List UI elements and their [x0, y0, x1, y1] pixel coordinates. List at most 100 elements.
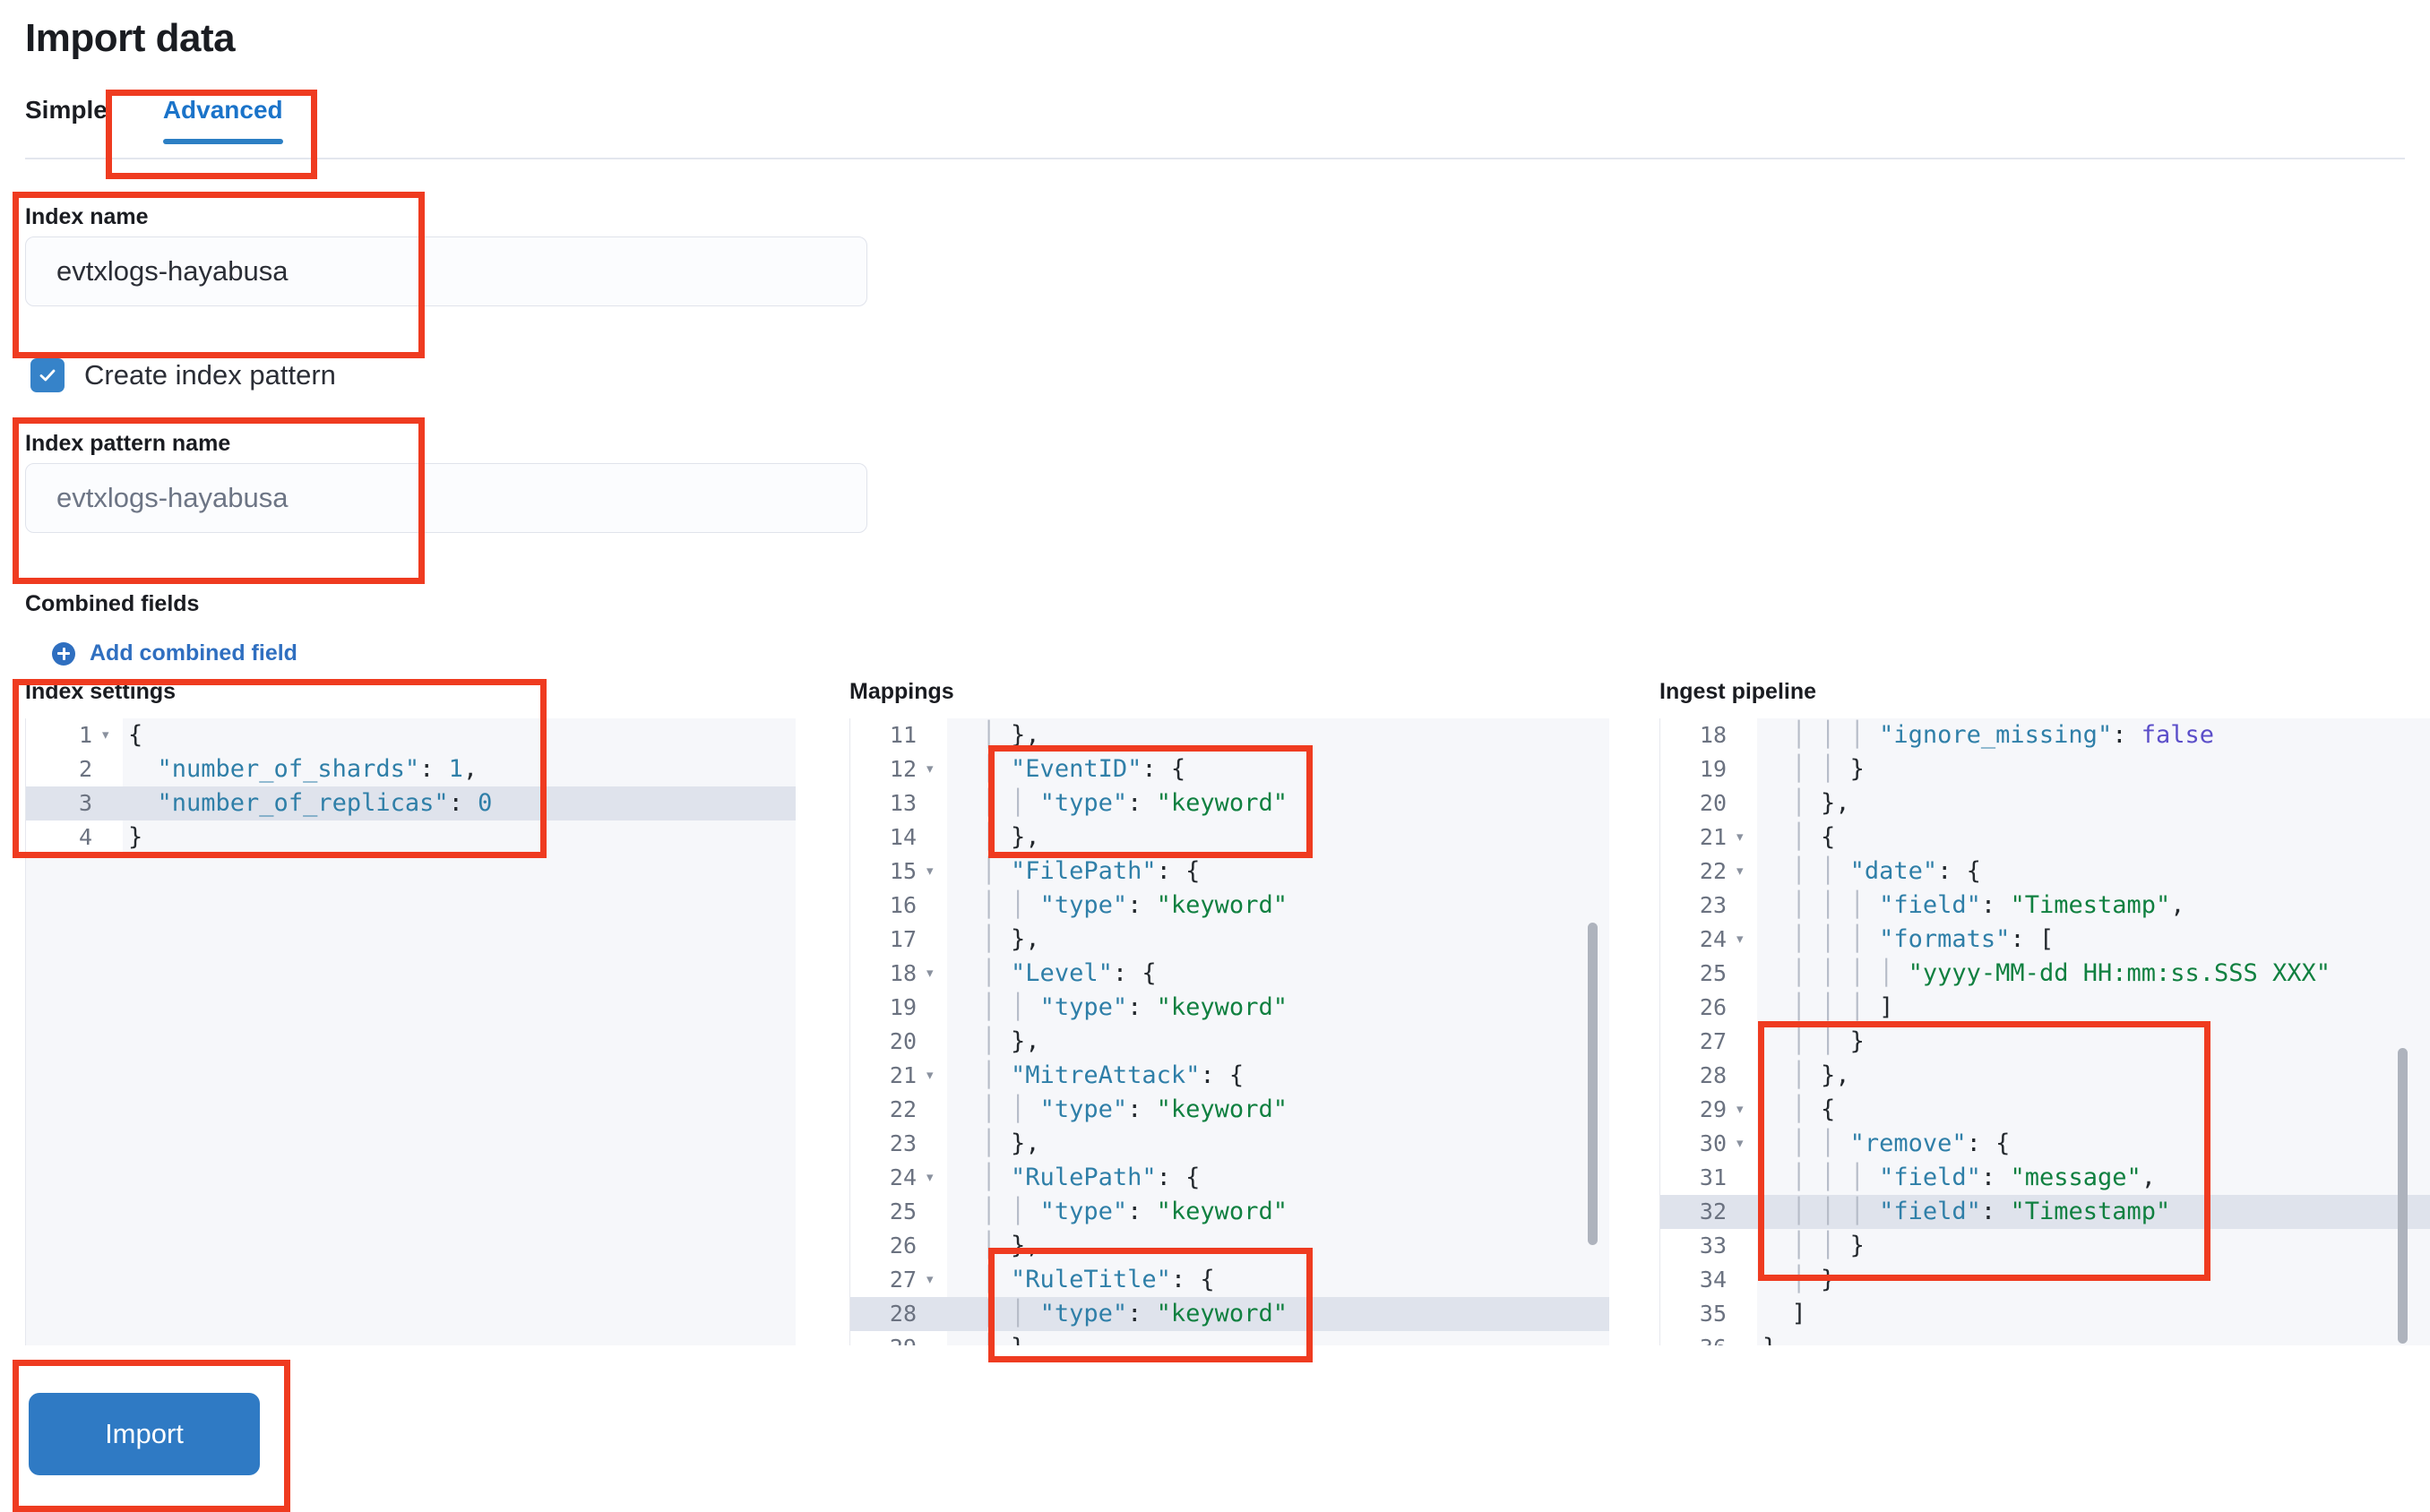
code-line[interactable]: 19 │ │ "type": "keyword" [850, 991, 1609, 1025]
code-line[interactable]: 23 │ │ │ "field": "Timestamp", [1660, 889, 2430, 923]
fold-toggle-icon[interactable]: ▾ [99, 718, 123, 752]
fold-toggle-icon[interactable]: ▾ [924, 855, 947, 889]
code-line[interactable]: 26 │ }, [850, 1229, 1609, 1263]
fold-toggle-icon[interactable] [924, 1229, 947, 1263]
fold-toggle-icon[interactable] [1734, 889, 1757, 923]
fold-toggle-icon[interactable]: ▾ [924, 1263, 947, 1297]
code-line[interactable]: 11 │ }, [850, 718, 1609, 752]
code-line[interactable]: 14 │ }, [850, 820, 1609, 855]
fold-toggle-icon[interactable] [924, 1025, 947, 1059]
mappings-editor[interactable]: 11 │ },12▾ │ "EventID": {13 │ │ "type": … [849, 718, 1609, 1345]
code-line[interactable]: 22▾ │ │ "date": { [1660, 855, 2430, 889]
code-line[interactable]: 16 │ │ "type": "keyword" [850, 889, 1609, 923]
code-line[interactable]: 27 │ │ } [1660, 1025, 2430, 1059]
code-line[interactable]: 19 │ │ } [1660, 752, 2430, 786]
code-line[interactable]: 24▾ │ "RulePath": { [850, 1161, 1609, 1195]
fold-toggle-icon[interactable]: ▾ [924, 957, 947, 991]
create-index-pattern-checkbox[interactable] [30, 358, 65, 392]
code-line[interactable]: 21▾ │ { [1660, 820, 2430, 855]
fold-toggle-icon[interactable] [924, 786, 947, 820]
create-index-pattern-row[interactable]: Create index pattern [30, 358, 336, 392]
code-line[interactable]: 26 │ │ │ ] [1660, 991, 2430, 1025]
code-line[interactable]: 22 │ │ "type": "keyword" [850, 1093, 1609, 1127]
fold-toggle-icon[interactable]: ▾ [1734, 855, 1757, 889]
line-number: 26 [1660, 991, 1734, 1025]
code-line[interactable]: 4} [26, 820, 796, 855]
code-line[interactable]: 28 │ }, [1660, 1059, 2430, 1093]
code-line[interactable]: 23 │ }, [850, 1127, 1609, 1161]
code-line[interactable]: 25 │ │ │ │ "yyyy-MM-dd HH:mm:ss.SSS XXX" [1660, 957, 2430, 991]
code-line[interactable]: 35 ] [1660, 1297, 2430, 1331]
code-line[interactable]: 12▾ │ "EventID": { [850, 752, 1609, 786]
code-line[interactable]: 3 "number_of_replicas": 0 [26, 786, 796, 820]
index-pattern-name-input[interactable]: evtxlogs-hayabusa [25, 463, 867, 533]
code-line[interactable]: 15▾ │ "FilePath": { [850, 855, 1609, 889]
code-line[interactable]: 30▾ │ │ "remove": { [1660, 1127, 2430, 1161]
tab-advanced[interactable]: Advanced [131, 96, 314, 144]
code-line[interactable]: 18 │ │ │ "ignore_missing": false [1660, 718, 2430, 752]
code-line[interactable]: 17 │ }, [850, 923, 1609, 957]
fold-toggle-icon[interactable]: ▾ [1734, 1093, 1757, 1127]
fold-toggle-icon[interactable] [924, 820, 947, 855]
fold-toggle-icon[interactable]: ▾ [924, 1059, 947, 1093]
code-line[interactable]: 24▾ │ │ │ "formats": [ [1660, 923, 2430, 957]
code-line[interactable]: 21▾ │ "MitreAttack": { [850, 1059, 1609, 1093]
fold-toggle-icon[interactable] [924, 991, 947, 1025]
fold-toggle-icon[interactable] [1734, 1263, 1757, 1297]
mappings-scrollbar[interactable] [1588, 923, 1598, 1245]
fold-toggle-icon[interactable] [1734, 1059, 1757, 1093]
fold-toggle-icon[interactable]: ▾ [924, 1161, 947, 1195]
code-line[interactable]: 1▾{ [26, 718, 796, 752]
fold-toggle-icon[interactable] [1734, 1331, 1757, 1345]
fold-toggle-icon[interactable] [1734, 1195, 1757, 1229]
import-button[interactable]: Import [29, 1393, 260, 1475]
fold-toggle-icon[interactable] [1734, 1229, 1757, 1263]
fold-toggle-icon[interactable] [924, 889, 947, 923]
fold-toggle-icon[interactable] [1734, 752, 1757, 786]
fold-toggle-icon[interactable] [924, 1127, 947, 1161]
code-line[interactable]: 33 │ │ } [1660, 1229, 2430, 1263]
fold-toggle-icon[interactable] [1734, 991, 1757, 1025]
fold-toggle-icon[interactable] [99, 820, 123, 855]
code-line[interactable]: 28 │ │ "type": "keyword" [850, 1297, 1609, 1331]
fold-toggle-icon[interactable]: ▾ [1734, 820, 1757, 855]
fold-toggle-icon[interactable] [99, 752, 123, 786]
line-number: 23 [1660, 889, 1734, 923]
fold-toggle-icon[interactable]: ▾ [1734, 1127, 1757, 1161]
fold-toggle-icon[interactable] [924, 1297, 947, 1331]
code-line[interactable]: 20 │ }, [850, 1025, 1609, 1059]
code-line[interactable]: 31 │ │ │ "field": "message", [1660, 1161, 2430, 1195]
code-line[interactable]: 25 │ │ "type": "keyword" [850, 1195, 1609, 1229]
code-line[interactable]: 29▾ │ { [1660, 1093, 2430, 1127]
fold-toggle-icon[interactable] [99, 786, 123, 820]
code-line[interactable]: 20 │ }, [1660, 786, 2430, 820]
fold-toggle-icon[interactable] [1734, 786, 1757, 820]
code-line[interactable]: 29 │ }, [850, 1331, 1609, 1345]
fold-toggle-icon[interactable] [1734, 718, 1757, 752]
line-number: 19 [850, 991, 924, 1025]
fold-toggle-icon[interactable] [924, 1093, 947, 1127]
code-line[interactable]: 2 "number_of_shards": 1, [26, 752, 796, 786]
fold-toggle-icon[interactable] [924, 1331, 947, 1345]
code-line[interactable]: 36} [1660, 1331, 2430, 1345]
fold-toggle-icon[interactable] [924, 718, 947, 752]
add-combined-field-button[interactable]: Add combined field [52, 640, 297, 666]
code-line[interactable]: 34 │ } [1660, 1263, 2430, 1297]
code-line[interactable]: 32 │ │ │ "field": "Timestamp" [1660, 1195, 2430, 1229]
fold-toggle-icon[interactable]: ▾ [1734, 923, 1757, 957]
index-name-input[interactable]: evtxlogs-hayabusa [25, 236, 867, 306]
fold-toggle-icon[interactable] [924, 1195, 947, 1229]
tab-simple[interactable]: Simple [25, 96, 108, 124]
fold-toggle-icon[interactable] [1734, 1025, 1757, 1059]
code-line[interactable]: 27▾ │ "RuleTitle": { [850, 1263, 1609, 1297]
code-line[interactable]: 13 │ │ "type": "keyword" [850, 786, 1609, 820]
fold-toggle-icon[interactable] [1734, 1161, 1757, 1195]
code-line[interactable]: 18▾ │ "Level": { [850, 957, 1609, 991]
index-settings-editor[interactable]: 1▾{2 "number_of_shards": 1,3 "number_of_… [25, 718, 796, 1345]
fold-toggle-icon[interactable] [1734, 1297, 1757, 1331]
ingest-pipeline-scrollbar[interactable] [2398, 1048, 2408, 1344]
fold-toggle-icon[interactable]: ▾ [924, 752, 947, 786]
fold-toggle-icon[interactable] [1734, 957, 1757, 991]
fold-toggle-icon[interactable] [924, 923, 947, 957]
